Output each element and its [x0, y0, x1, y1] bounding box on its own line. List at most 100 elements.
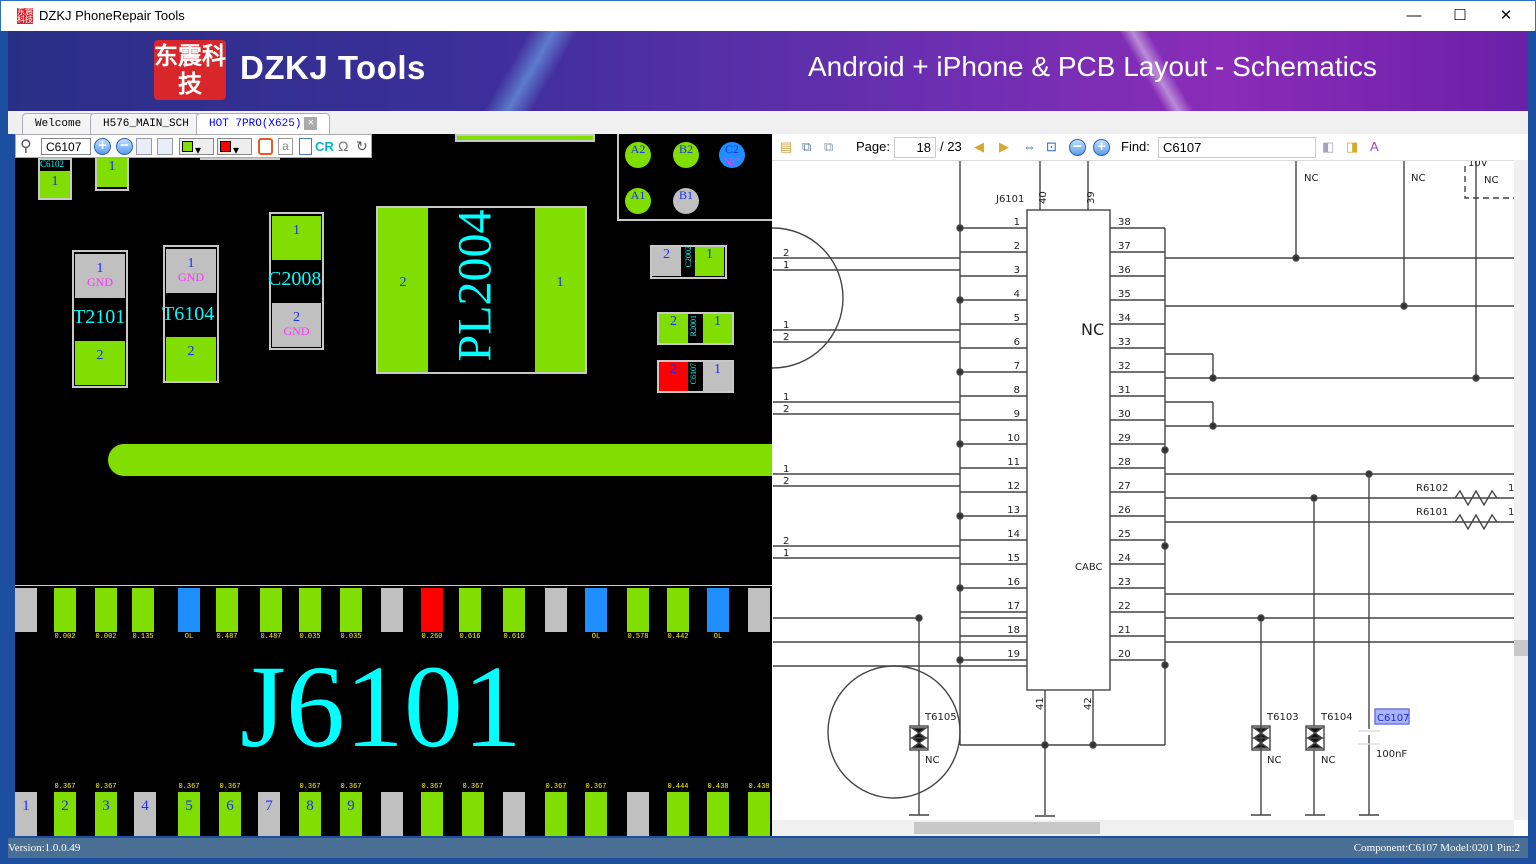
- connector-pad[interactable]: 2: [54, 792, 76, 836]
- maximize-button[interactable]: ☐: [1453, 7, 1467, 24]
- tab-welcome[interactable]: Welcome: [22, 113, 95, 134]
- cr-button[interactable]: CR: [315, 139, 334, 154]
- color1-dropdown[interactable]: ▾: [179, 138, 214, 157]
- tab-h576-main-sch[interactable]: H576_MAIN_SCH: [90, 113, 202, 134]
- connector-pad[interactable]: [503, 792, 525, 836]
- component-c2008[interactable]: [269, 212, 324, 350]
- connector-pad[interactable]: [421, 792, 443, 836]
- minimize-button[interactable]: —: [1406, 7, 1422, 24]
- bga-ball-a1[interactable]: A1: [625, 188, 651, 214]
- r2001-pad-2[interactable]: 2: [659, 314, 688, 343]
- connector-pad[interactable]: [503, 588, 525, 632]
- component-t2101[interactable]: [72, 250, 128, 388]
- search-icon[interactable]: ⚲: [20, 138, 32, 155]
- c2008-pad-1[interactable]: 1: [272, 216, 321, 260]
- connector-pad[interactable]: [748, 792, 770, 836]
- zoom-in-icon[interactable]: +: [94, 138, 111, 155]
- c6107-pad-1[interactable]: 1: [703, 362, 732, 391]
- close-button[interactable]: ✕: [1499, 7, 1513, 24]
- connector-pad[interactable]: [627, 792, 649, 836]
- c6102-pad-1[interactable]: 1: [40, 171, 70, 198]
- connector-pad[interactable]: [381, 792, 403, 836]
- connector-pad[interactable]: [381, 588, 403, 632]
- ohm-icon[interactable]: Ω: [338, 138, 349, 154]
- c2002-pad-2[interactable]: 2: [652, 247, 681, 276]
- prev-doc-icon[interactable]: ⧉: [802, 139, 812, 154]
- component-c6107[interactable]: [657, 360, 734, 393]
- c6107-pad-2[interactable]: 2: [659, 362, 688, 391]
- connector-pad[interactable]: 6: [219, 792, 241, 836]
- highlight-icon[interactable]: A: [1370, 139, 1379, 154]
- horizontal-scrollbar[interactable]: [772, 820, 1514, 836]
- component-c2002[interactable]: [650, 245, 727, 279]
- connector-pad[interactable]: [667, 588, 689, 632]
- connector-pad[interactable]: [260, 588, 282, 632]
- connector-pad[interactable]: 7: [258, 792, 280, 836]
- tab-close-icon[interactable]: ✕: [304, 116, 318, 130]
- connector-pad[interactable]: 9: [340, 792, 362, 836]
- connector-pad[interactable]: [462, 792, 484, 836]
- connector-pad[interactable]: [95, 588, 117, 632]
- fit-page-icon[interactable]: ⊡: [1046, 139, 1057, 154]
- tab-hot-7pro[interactable]: HOT 7PRO(X625)✕: [196, 113, 331, 134]
- text-icon[interactable]: a: [278, 138, 293, 155]
- connector-pad[interactable]: [707, 792, 729, 836]
- connector-pad[interactable]: [132, 588, 154, 632]
- t6104-pad-2[interactable]: 2: [166, 337, 216, 381]
- connector-pad[interactable]: 5: [178, 792, 200, 836]
- find-next-icon[interactable]: ◨: [1346, 139, 1359, 154]
- find-input[interactable]: C6107: [1158, 137, 1316, 158]
- list-icon[interactable]: [299, 138, 312, 155]
- flip-icon[interactable]: [136, 138, 152, 155]
- page-input[interactable]: 18: [894, 137, 936, 158]
- bga-ball-a2[interactable]: A2: [625, 142, 651, 168]
- c2002-pad-1[interactable]: 1: [695, 247, 724, 276]
- connector-pad[interactable]: [748, 588, 770, 632]
- connector-pad[interactable]: 4: [134, 792, 156, 836]
- schematic-canvas[interactable]: 1234567891011121314151617181938373635343…: [772, 160, 1514, 820]
- component-search-input[interactable]: C6107: [41, 138, 91, 155]
- component-r2001[interactable]: [657, 312, 734, 345]
- prev-page-icon[interactable]: ◀: [974, 139, 984, 154]
- connector-pad[interactable]: [178, 588, 200, 632]
- connector-pad[interactable]: [585, 792, 607, 836]
- pl2004-pad-2[interactable]: 2: [378, 208, 428, 372]
- connector-pad[interactable]: [667, 792, 689, 836]
- connector-pad[interactable]: [54, 588, 76, 632]
- bga-ball-b2[interactable]: B2: [673, 142, 699, 168]
- fit-width-icon[interactable]: ⇔: [1023, 139, 1036, 154]
- connector-pad[interactable]: [707, 588, 729, 632]
- open-icon[interactable]: ▤: [780, 139, 793, 154]
- connector-pad[interactable]: [340, 588, 362, 632]
- connector-pad[interactable]: [459, 588, 481, 632]
- rotate-icon[interactable]: ↻: [356, 138, 368, 154]
- component-c6102[interactable]: [38, 158, 72, 200]
- t2101-pad-2[interactable]: 2: [75, 341, 125, 385]
- mirror-icon[interactable]: [157, 138, 173, 155]
- component-t6104[interactable]: [163, 245, 219, 383]
- connector-pad[interactable]: 8: [299, 792, 321, 836]
- pl2004-pad-1[interactable]: 1: [535, 208, 585, 372]
- zoom-out-icon[interactable]: −: [1069, 139, 1086, 156]
- misc-pad[interactable]: 1: [97, 156, 127, 187]
- r2001-pad-1[interactable]: 1: [703, 314, 732, 343]
- zoom-in-icon[interactable]: +: [1093, 139, 1110, 156]
- find-prev-icon[interactable]: ◧: [1322, 139, 1335, 154]
- connector-pad[interactable]: [545, 588, 567, 632]
- connector-pad[interactable]: [545, 792, 567, 836]
- component-pl2004[interactable]: [376, 206, 587, 374]
- next-page-icon[interactable]: ▶: [999, 139, 1009, 154]
- connector-pad[interactable]: [216, 588, 238, 632]
- scroll-thumb[interactable]: [914, 822, 1100, 834]
- connector-pad[interactable]: [585, 588, 607, 632]
- connector-pad[interactable]: 3: [95, 792, 117, 836]
- scroll-thumb[interactable]: [1514, 640, 1528, 656]
- connector-pad[interactable]: [299, 588, 321, 632]
- connector-pad[interactable]: 1: [15, 792, 37, 836]
- zoom-out-icon[interactable]: −: [116, 138, 133, 155]
- next-doc-icon[interactable]: ⧉: [824, 139, 834, 154]
